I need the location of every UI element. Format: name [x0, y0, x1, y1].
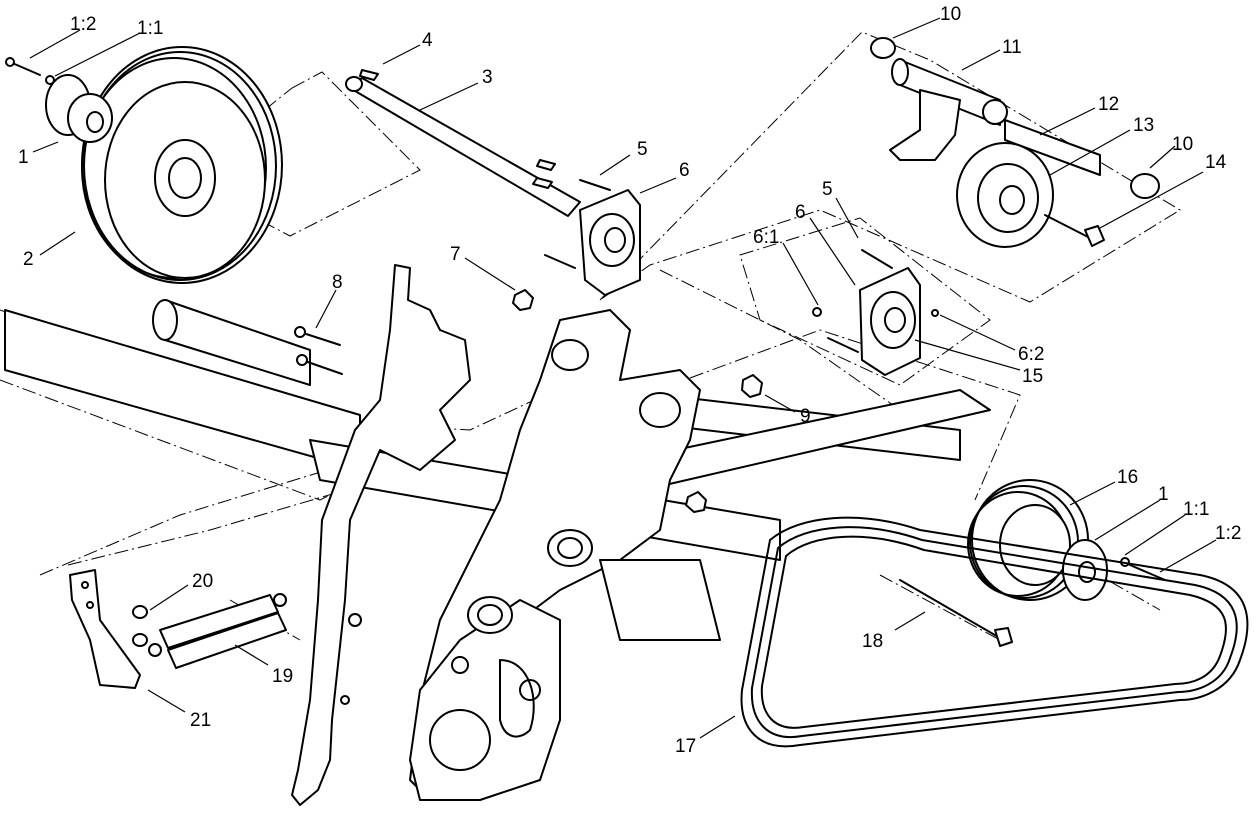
callout-1-2-bottom: 1:2	[1215, 523, 1241, 544]
drive-shaft	[345, 76, 581, 217]
frame-tube	[152, 299, 311, 386]
leader-lines	[29, 17, 1217, 739]
callout-19: 19	[272, 666, 293, 687]
callout-1-1-top: 1:1	[137, 18, 163, 39]
callout-17: 17	[675, 736, 696, 757]
shaft-key	[359, 69, 556, 189]
callout-5-right: 5	[822, 179, 833, 200]
flange-bearing-right	[812, 249, 939, 376]
idler-arm-assembly	[870, 37, 1160, 248]
callout-7: 7	[450, 244, 461, 265]
carriage-bolt	[294, 326, 343, 375]
callout-10-top: 10	[940, 4, 961, 25]
callout-2: 2	[23, 249, 34, 270]
callout-20: 20	[192, 571, 213, 592]
callout-9: 9	[800, 406, 811, 427]
callout-6-top: 6	[679, 160, 690, 181]
hex-nut-frame	[685, 491, 707, 513]
callout-16: 16	[1117, 467, 1138, 488]
main-frame	[4, 264, 991, 806]
extension-springs	[148, 593, 287, 669]
flange-bearing-top	[544, 179, 641, 296]
callout-5-top: 5	[637, 139, 648, 160]
drive-belt	[740, 516, 1249, 748]
long-bolt	[899, 579, 1013, 647]
bracket	[69, 569, 141, 689]
callout-3: 3	[482, 67, 493, 88]
callout-6-2: 6:2	[1018, 344, 1044, 365]
callout-4: 4	[422, 30, 433, 51]
spacer-nut	[132, 605, 148, 647]
drive-pulley	[81, 46, 283, 284]
cap-screw-top	[5, 57, 41, 76]
callout-1-2-top: 1:2	[70, 14, 96, 35]
taper-hub-top	[45, 74, 113, 143]
hex-nut-7	[512, 289, 534, 311]
callout-13: 13	[1133, 115, 1154, 136]
callouts: 1:2 1:1 1 2 3 4 5 6 7 8 9 10 11 12 13 10…	[18, 4, 1241, 757]
callout-18: 18	[862, 631, 883, 652]
callout-21: 21	[190, 710, 211, 731]
callout-15: 15	[1022, 366, 1043, 387]
callout-14: 14	[1205, 152, 1227, 173]
hex-nut-9	[741, 374, 763, 398]
callout-11: 11	[1002, 37, 1022, 58]
callout-1-1-bottom: 1:1	[1183, 499, 1209, 520]
callout-12: 12	[1098, 94, 1119, 115]
callout-10-right: 10	[1172, 134, 1193, 155]
callout-1-top: 1	[18, 147, 29, 168]
lock-washer-top	[45, 75, 55, 85]
callout-6-right: 6	[795, 202, 806, 223]
callout-6-1: 6:1	[753, 227, 779, 248]
callout-1-bottom: 1	[1158, 484, 1169, 505]
callout-8: 8	[332, 272, 343, 293]
